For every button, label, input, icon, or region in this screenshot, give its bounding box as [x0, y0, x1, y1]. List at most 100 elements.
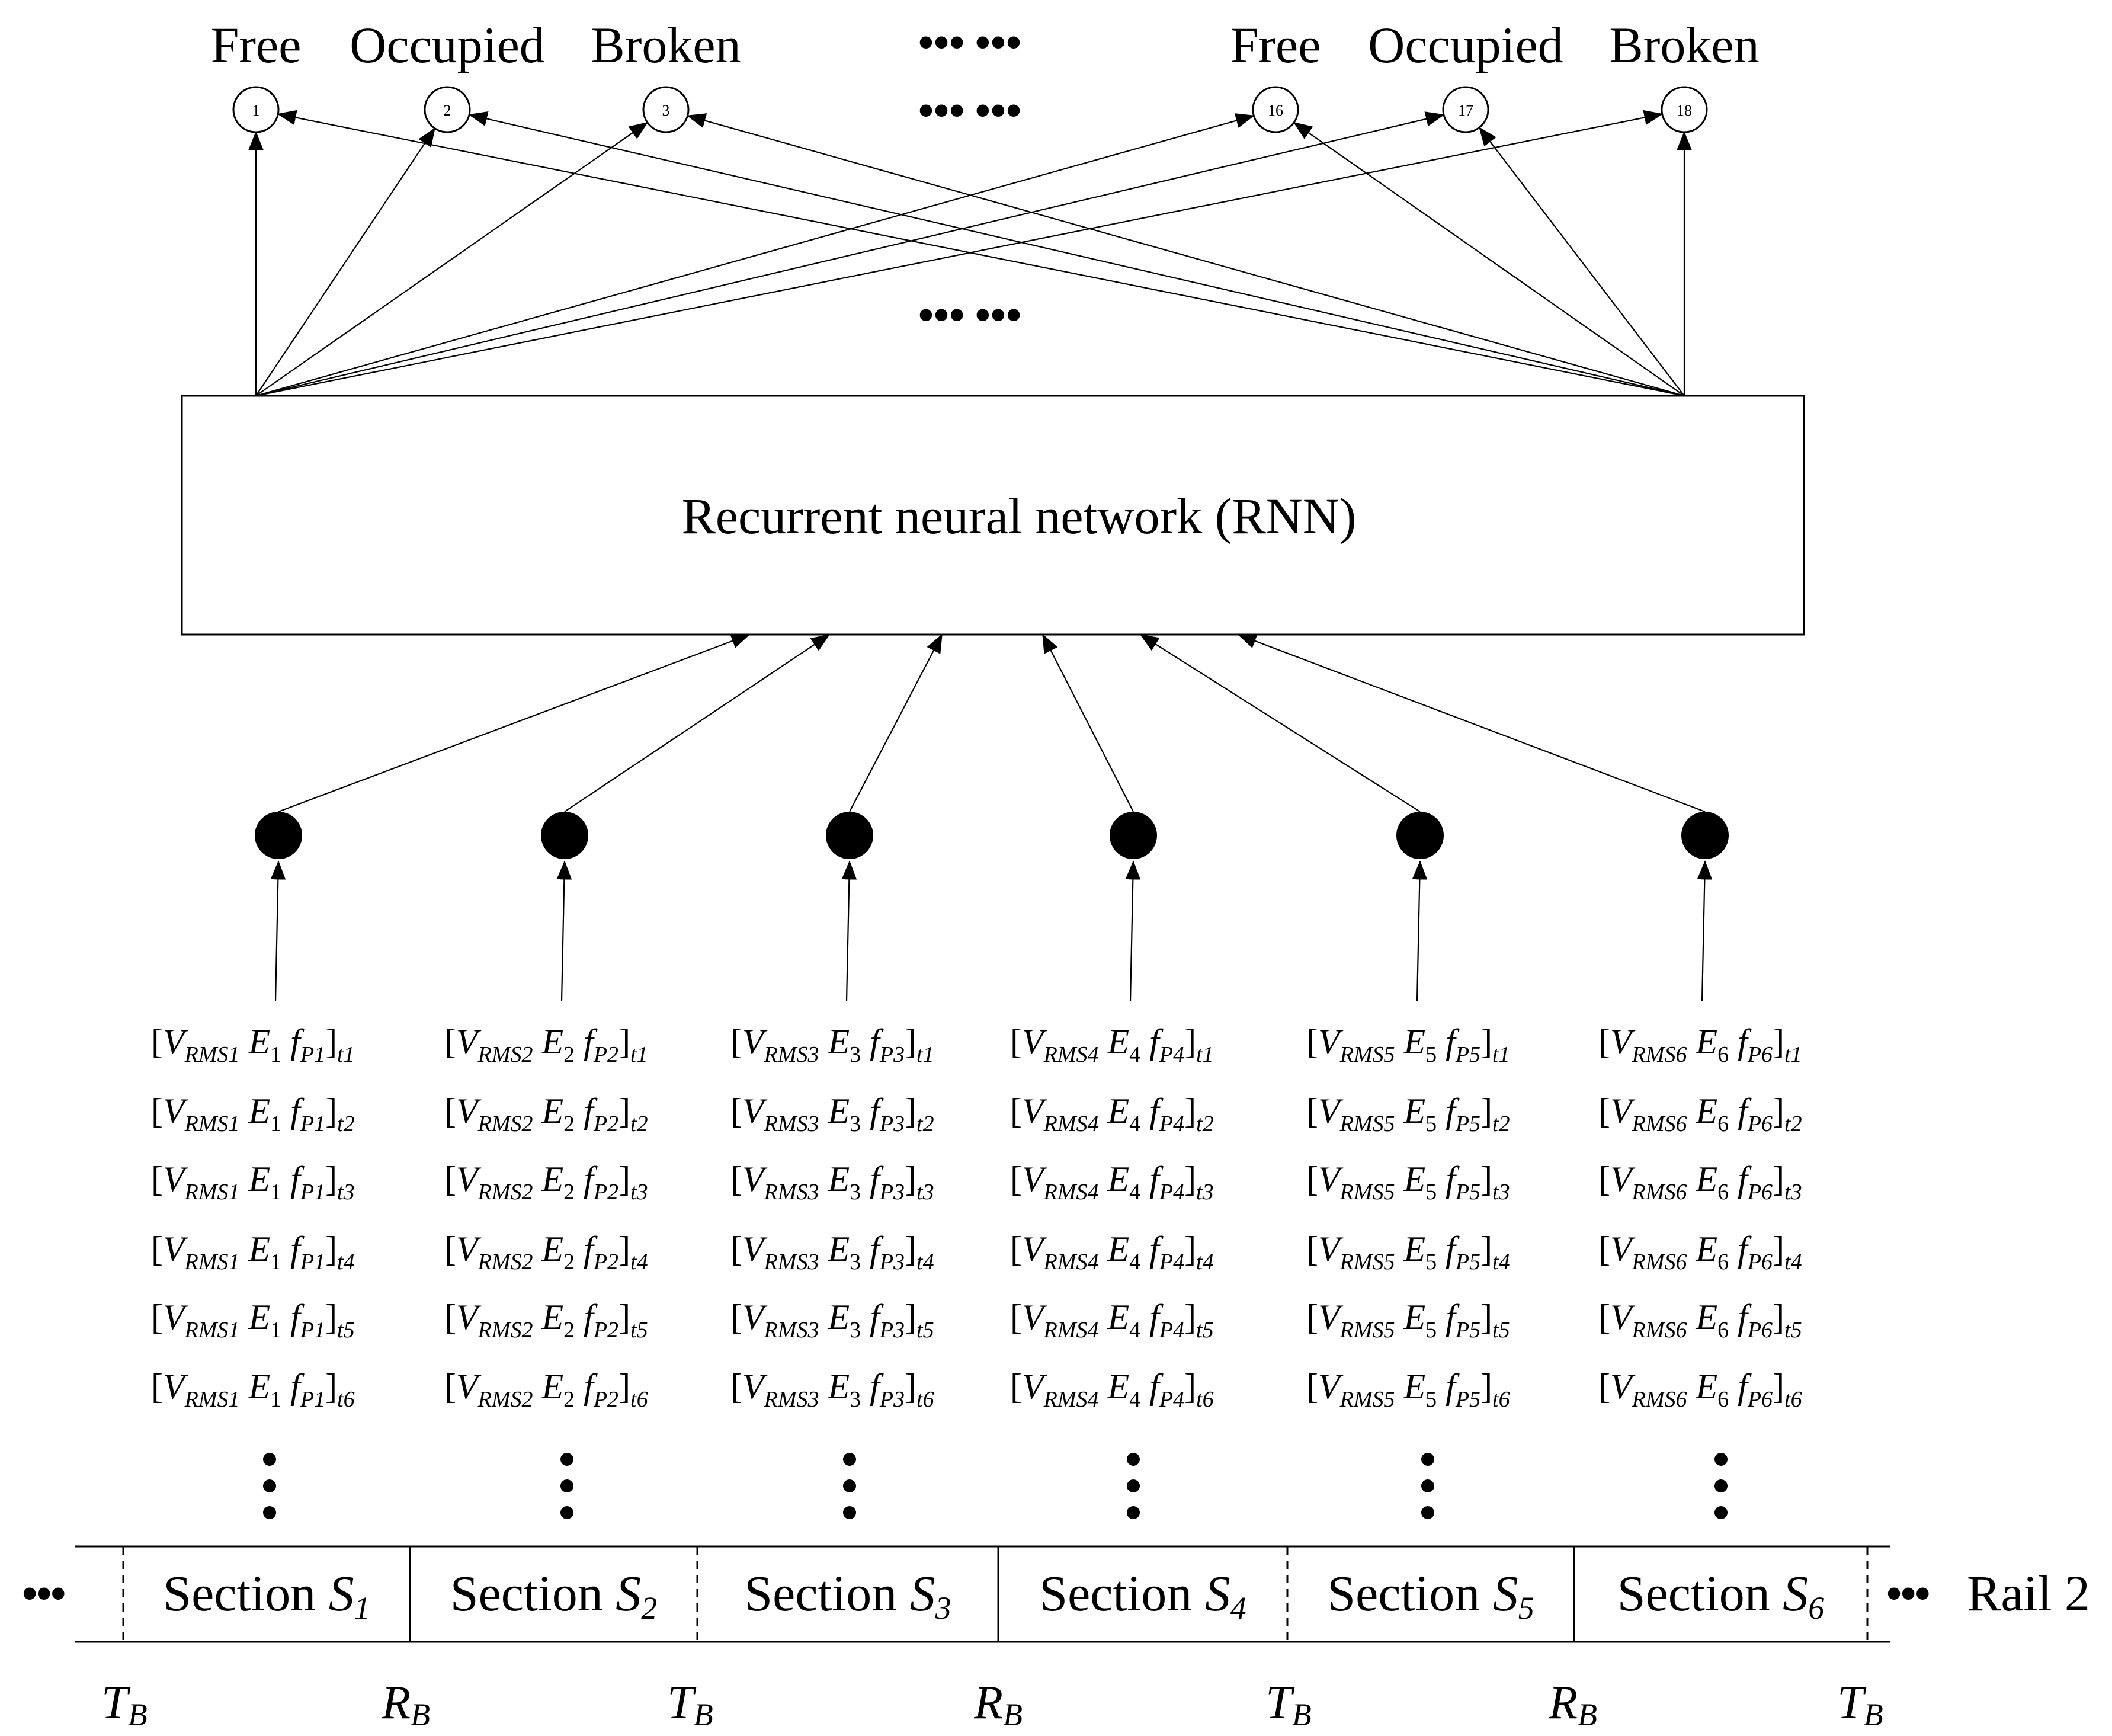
feature-vector: [VRMS3 E3 fP3]t2 — [730, 1091, 934, 1136]
output-node-3 — [642, 86, 690, 133]
feature-vector: [VRMS1 E1 fP1]t3 — [151, 1160, 355, 1205]
rnn-box — [181, 395, 1805, 636]
boundary-label: RB — [381, 1677, 430, 1732]
feature-vector: [VRMS5 E5 fP5]t6 — [1306, 1367, 1510, 1412]
ellipsis-dot — [263, 1479, 276, 1492]
ellipsis-dot — [843, 1479, 856, 1492]
input-node-4 — [1110, 812, 1157, 859]
feature-vector: [VRMS2 E2 fP2]t2 — [444, 1091, 648, 1136]
connection-left-to-16 — [255, 113, 1255, 397]
output-label-occupied: Occupied — [1368, 17, 1563, 73]
section-1: Section S1 — [163, 1565, 370, 1626]
feature-vector: [VRMS4 E4 fP4]t6 — [1010, 1367, 1214, 1412]
feature-vector: [VRMS2 E2 fP2]t1 — [444, 1022, 648, 1067]
feature-vector: [VRMS4 E4 fP4]t5 — [1010, 1298, 1214, 1343]
output-node-1 — [232, 86, 280, 133]
rail-label: Rail 2 — [1967, 1565, 2090, 1622]
feature-vector: [VRMS5 E5 fP5]t5 — [1306, 1298, 1510, 1343]
feature-vector: [VRMS3 E3 fP3]t6 — [730, 1367, 934, 1412]
feature-to-input-arrow — [1125, 860, 1141, 1002]
feature-vector: [VRMS4 E4 fP4]t1 — [1010, 1022, 1214, 1067]
output-node-17 — [1442, 86, 1489, 133]
input-nodes — [255, 633, 1729, 1002]
ellipsis-dot — [843, 1453, 856, 1466]
feature-vector: [VRMS6 E6 fP6]t5 — [1598, 1298, 1802, 1343]
connection-right-to-16 — [1293, 121, 1685, 396]
ellipsis-dot — [560, 1479, 573, 1492]
rail-left-ellipsis: ••• — [21, 1565, 65, 1622]
output-node-number: 18 — [1677, 102, 1692, 119]
feature-vector: [VRMS1 E1 fP1]t5 — [151, 1298, 355, 1343]
connection-right-to-2 — [468, 111, 1685, 397]
input-node-3 — [826, 812, 873, 859]
boundary-label: TB — [1265, 1677, 1312, 1732]
output-node-18 — [1661, 86, 1708, 133]
feature-vector: [VRMS6 E6 fP6]t1 — [1598, 1022, 1802, 1067]
feature-vector: [VRMS2 E2 fP2]t4 — [444, 1229, 648, 1274]
rail-track: ••• ••• Rail 2 — [21, 1545, 2090, 1643]
feature-vector: [VRMS5 E5 fP5]t4 — [1306, 1229, 1510, 1274]
output-label-free: Free — [211, 17, 302, 73]
ellipsis-dot — [1714, 1453, 1728, 1466]
boundary-label: TB — [101, 1677, 148, 1732]
ellipsis-dot — [1421, 1453, 1434, 1466]
ellipsis-rows: ••• •••••• •••••• ••• — [917, 14, 1023, 343]
connection-left-to-2 — [255, 127, 435, 396]
feature-vector: [VRMS1 E1 fP1]t2 — [151, 1091, 355, 1136]
feature-vector: [VRMS5 E5 fP5]t2 — [1306, 1091, 1510, 1136]
ellipsis-dot — [1714, 1506, 1728, 1519]
ellipsis-dot — [843, 1506, 856, 1519]
output-node-2 — [424, 86, 471, 133]
feature-vector: [VRMS3 E3 fP3]t5 — [730, 1298, 934, 1343]
input-to-rnn-arrow — [1042, 633, 1134, 812]
output-node-16 — [1252, 86, 1299, 133]
feature-vector: [VRMS4 E4 fP4]t3 — [1010, 1160, 1214, 1205]
feature-vector: [VRMS5 E5 fP5]t3 — [1306, 1160, 1510, 1205]
input-node-1 — [255, 812, 302, 859]
boundary-label: TB — [1837, 1677, 1883, 1732]
input-node-2 — [541, 812, 588, 859]
section-5: Section S5 — [1327, 1565, 1534, 1626]
feature-vector: [VRMS5 E5 fP5]t1 — [1306, 1022, 1510, 1067]
output-label-free: Free — [1230, 17, 1321, 73]
input-to-rnn-arrow — [1139, 634, 1421, 812]
feature-vector: [VRMS2 E2 fP2]t3 — [444, 1160, 648, 1205]
rnn-label: Recurrent neural network (RNN) — [681, 488, 1356, 544]
ellipsis-row: ••• ••• — [917, 82, 1020, 139]
ellipsis-dot — [560, 1506, 573, 1519]
connection-right-to-3 — [687, 113, 1685, 397]
rail-right-ellipsis: ••• — [1885, 1565, 1929, 1622]
connection-right-to-17 — [1479, 126, 1685, 396]
boundary-label: RB — [973, 1677, 1023, 1732]
feature-vector: [VRMS3 E3 fP3]t3 — [730, 1160, 934, 1205]
feature-vector: [VRMS1 E1 fP1]t4 — [151, 1229, 355, 1274]
ellipsis-dot — [1127, 1479, 1140, 1492]
connections — [248, 110, 1692, 397]
output-node-number: 2 — [444, 102, 451, 119]
output-label-broken: Broken — [1609, 17, 1759, 73]
feature-vector: [VRMS1 E1 fP1]t1 — [151, 1022, 355, 1067]
output-nodes: 1Free2Occupied3Broken16Free17Occupied18B… — [211, 17, 1760, 133]
connection-left-to-18 — [255, 110, 1664, 397]
boundary-label: TB — [667, 1677, 713, 1732]
input-to-rnn-arrow — [849, 633, 943, 812]
feature-to-input-arrow — [841, 860, 857, 1002]
feature-to-input-arrow — [1697, 860, 1713, 1002]
section-2: Section S2 — [450, 1565, 657, 1626]
ellipsis-dot — [263, 1506, 276, 1519]
output-label-occupied: Occupied — [350, 17, 545, 73]
ellipsis-dot — [560, 1453, 573, 1466]
ellipsis-row: ••• ••• — [917, 14, 1020, 71]
input-node-6 — [1681, 812, 1729, 859]
connection-left-to-17 — [255, 111, 1445, 397]
vertical-ellipses — [263, 1453, 1728, 1519]
output-node-number: 16 — [1268, 102, 1283, 119]
ellipsis-dot — [1127, 1453, 1140, 1466]
feature-vector: [VRMS2 E2 fP2]t6 — [444, 1367, 648, 1412]
feature-to-input-arrow — [1412, 860, 1428, 1002]
input-to-rnn-arrow — [564, 634, 831, 812]
